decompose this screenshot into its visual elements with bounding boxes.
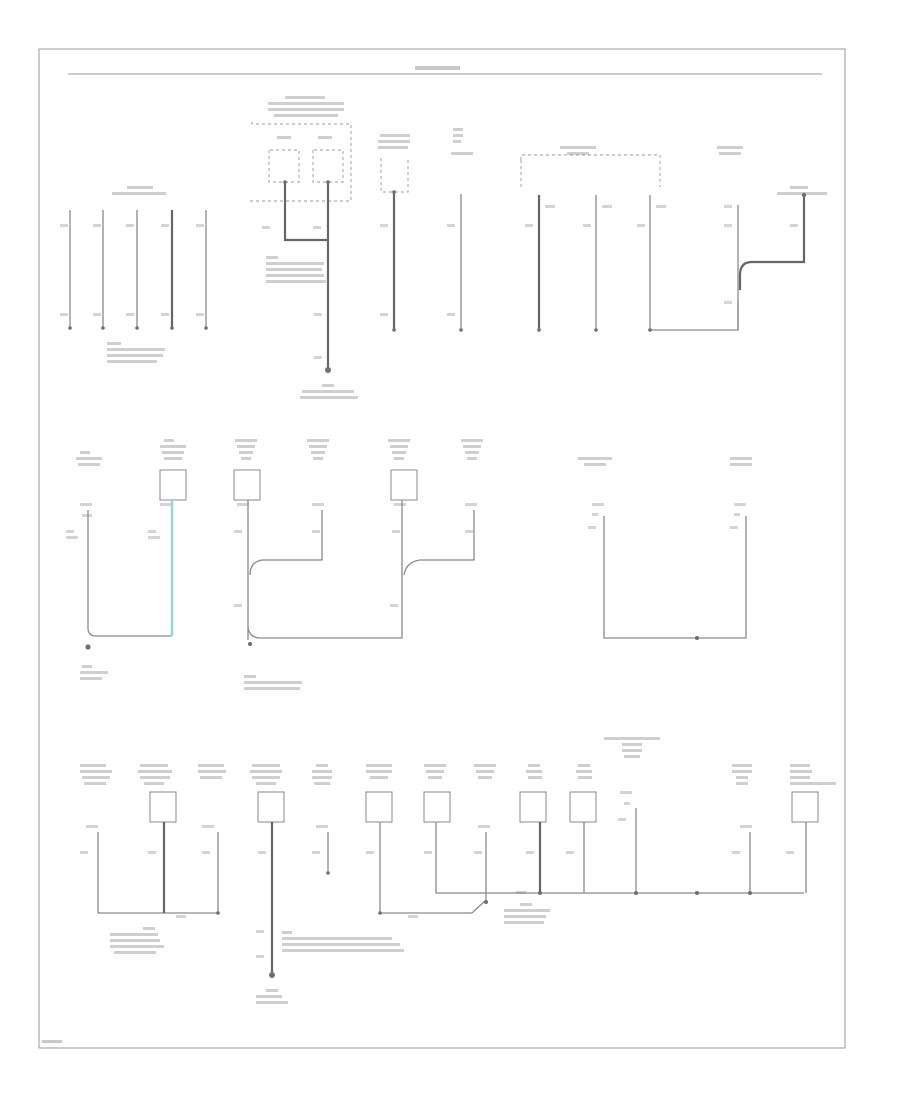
connector-box-b7 <box>423 791 451 823</box>
ground-point-g7-caption <box>504 903 550 924</box>
ground-point-g3-caption <box>244 675 302 690</box>
module-4-pin-3 <box>637 195 739 332</box>
diagram-title <box>415 66 460 70</box>
connector-box-5 <box>390 469 418 501</box>
diagram-frame <box>38 48 846 1049</box>
fuse-module-outline <box>250 122 352 202</box>
fuse-module-lower-tags <box>314 313 322 359</box>
section-middle-wires <box>87 500 747 640</box>
splice-pack-wire-tags <box>60 224 204 316</box>
fuse-left <box>268 136 300 184</box>
splice-pack-caption-top <box>112 186 166 195</box>
connector-box-b9 <box>519 791 547 823</box>
ground-point-g4-caption <box>110 927 164 954</box>
section-middle-pin-tags <box>66 503 746 607</box>
module-3 <box>447 128 473 332</box>
module-4-pin-1 <box>525 195 555 332</box>
ground-point-g6-caption <box>256 989 288 1004</box>
section-bottom-wires <box>97 808 807 975</box>
module-4 <box>520 146 739 332</box>
connector-box-2 <box>159 469 187 501</box>
page-footer <box>42 1040 62 1043</box>
section-bottom-nodes <box>216 871 752 978</box>
section-bottom-captions <box>80 737 836 785</box>
module-5 <box>717 146 827 330</box>
section-middle <box>66 439 752 690</box>
splice-pack-caption-bottom <box>107 342 165 363</box>
splice-pack-wires <box>69 210 207 328</box>
section-middle-nodes <box>85 636 699 650</box>
section-top <box>60 96 827 399</box>
connector-box-b4 <box>257 791 285 823</box>
splice-pack-terminals <box>68 326 208 330</box>
ground-point-g2-caption <box>80 665 108 680</box>
connector-box-b10 <box>569 791 597 823</box>
section-bottom <box>80 737 836 1004</box>
section-middle-captions <box>76 439 752 466</box>
connector-box-b2 <box>149 791 177 823</box>
module-4-pin-2 <box>583 195 612 332</box>
connector-box-b13 <box>791 791 819 823</box>
fuse-module-wires <box>262 182 330 370</box>
ground-point-g5-caption <box>282 931 404 952</box>
ground-point-g1 <box>325 367 331 373</box>
fuse-right <box>312 136 344 184</box>
fuse-module-splice-caption <box>266 256 326 283</box>
ground-point-g1-caption <box>300 384 358 399</box>
connector-box-3 <box>233 469 261 501</box>
module-2 <box>378 134 410 332</box>
connector-box-b6 <box>365 791 393 823</box>
fuse-module-caption <box>268 96 344 117</box>
